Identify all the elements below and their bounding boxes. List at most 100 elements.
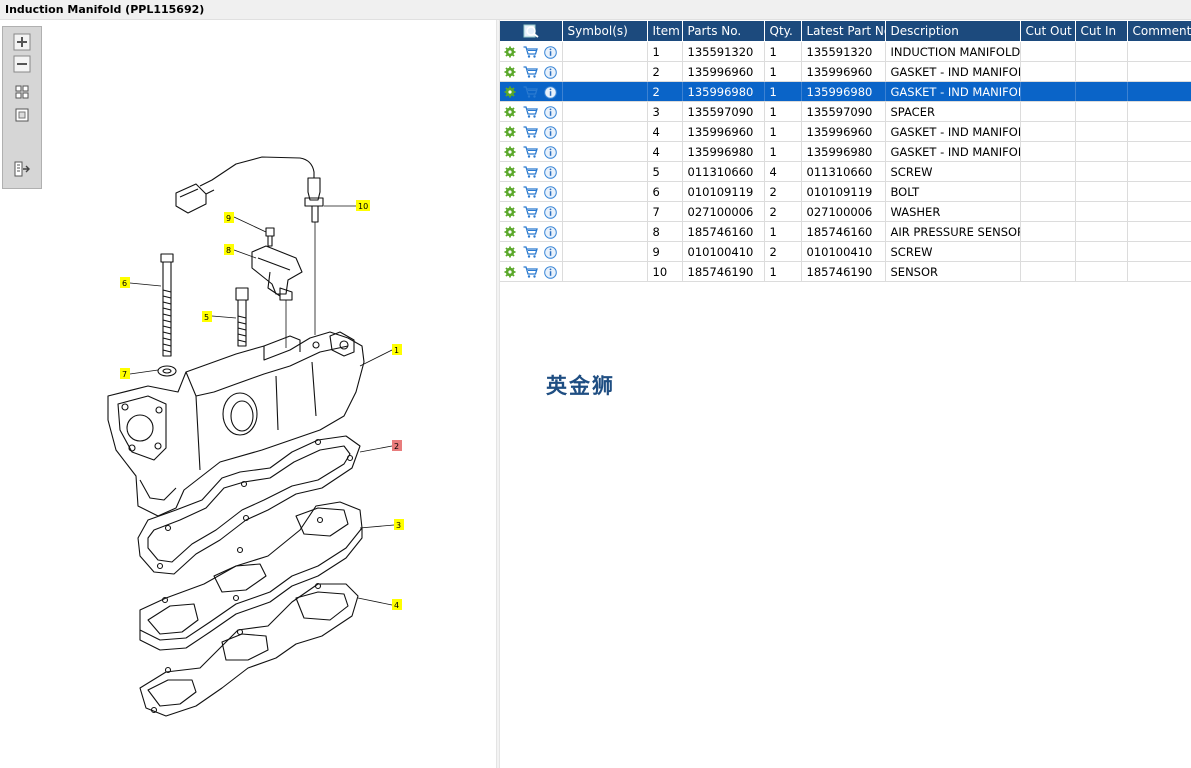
cart-icon[interactable]	[523, 126, 538, 138]
cell-description: WASHER	[885, 201, 1021, 222]
callout-2[interactable]: 2	[392, 440, 402, 451]
info-icon[interactable]	[544, 125, 558, 139]
cell-parts-no: 185746190	[682, 261, 765, 282]
cell-qty: 2	[764, 181, 802, 202]
callout-8[interactable]: 8	[224, 244, 234, 255]
gear-icon[interactable]	[504, 226, 516, 238]
gear-icon[interactable]	[504, 266, 516, 278]
zoom-in-icon[interactable]	[13, 33, 31, 51]
callout-9[interactable]: 9	[224, 212, 234, 223]
cart-icon[interactable]	[523, 146, 538, 158]
search-document-icon[interactable]	[523, 24, 539, 38]
callout-7[interactable]: 7	[120, 368, 130, 379]
cell-description: BOLT	[885, 181, 1021, 202]
callout-5[interactable]: 5	[202, 311, 212, 322]
table-row[interactable]: 6 010109119 2 010109119 BOLT	[500, 181, 1191, 202]
callout-3[interactable]: 3	[394, 519, 404, 530]
info-icon[interactable]	[544, 185, 558, 199]
column-header-symbols[interactable]: Symbol(s)	[562, 21, 648, 42]
cart-icon[interactable]	[523, 246, 538, 258]
fit-all-icon[interactable]	[13, 83, 31, 101]
info-icon[interactable]	[544, 65, 558, 79]
column-header-item[interactable]: Item	[647, 21, 683, 42]
cell-qty: 2	[764, 201, 802, 222]
cell-cut-in	[1075, 161, 1128, 182]
cart-icon[interactable]	[523, 206, 538, 218]
gear-icon[interactable]	[504, 246, 516, 258]
table-row[interactable]: 2 135996960 1 135996960 GASKET - IND MAN…	[500, 61, 1191, 82]
export-icon[interactable]	[13, 160, 31, 178]
column-header-cut-in[interactable]: Cut In	[1075, 21, 1128, 42]
table-row[interactable]: 8 185746160 1 185746160 AIR PRESSURE SEN…	[500, 221, 1191, 242]
cart-icon[interactable]	[523, 266, 538, 278]
column-header-tools[interactable]	[500, 21, 563, 42]
table-row[interactable]: 2 135996980 1 135996980 GASKET - IND MAN…	[500, 81, 1191, 102]
cell-cut-out	[1020, 81, 1076, 102]
fit-window-icon[interactable]	[13, 106, 31, 124]
diagram-pane[interactable]: 10 9 8 6 5 7 1 2 3 4	[0, 20, 496, 768]
grid-header: Symbol(s) Item Parts No. Qty. Latest Par…	[500, 21, 1191, 42]
info-icon[interactable]	[544, 85, 558, 99]
callout-10[interactable]: 10	[356, 200, 370, 211]
svg-text:10: 10	[358, 202, 368, 211]
cart-icon[interactable]	[523, 166, 538, 178]
cart-icon[interactable]	[523, 66, 538, 78]
cart-icon[interactable]	[523, 86, 538, 98]
info-icon[interactable]	[544, 145, 558, 159]
column-header-comment[interactable]: Comment	[1127, 21, 1191, 42]
column-header-latest-part-no[interactable]: Latest Part No.	[801, 21, 886, 42]
cart-icon[interactable]	[523, 186, 538, 198]
parts-grid: Symbol(s) Item Parts No. Qty. Latest Par…	[500, 21, 1191, 282]
cart-icon[interactable]	[523, 226, 538, 238]
cell-latest-part-no: 135996960	[801, 121, 886, 142]
cell-cut-in	[1075, 41, 1128, 62]
gear-icon[interactable]	[504, 146, 516, 158]
table-row[interactable]: 9 010100410 2 010100410 SCREW	[500, 241, 1191, 262]
column-header-parts-no[interactable]: Parts No.	[682, 21, 765, 42]
gear-icon[interactable]	[504, 66, 516, 78]
info-icon[interactable]	[544, 105, 558, 119]
info-icon[interactable]	[544, 265, 558, 279]
cell-symbols	[562, 41, 648, 62]
gear-icon[interactable]	[504, 126, 516, 138]
svg-text:2: 2	[394, 442, 399, 451]
callout-1[interactable]: 1	[392, 344, 402, 355]
table-row[interactable]: 5 011310660 4 011310660 SCREW	[500, 161, 1191, 182]
table-row[interactable]: 10 185746190 1 185746190 SENSOR	[500, 261, 1191, 282]
cell-cut-out	[1020, 181, 1076, 202]
cell-qty: 1	[764, 221, 802, 242]
cell-description: GASKET - IND MANIFOLD	[885, 121, 1021, 142]
table-row[interactable]: 3 135597090 1 135597090 SPACER	[500, 101, 1191, 122]
table-row[interactable]: 7 027100006 2 027100006 WASHER	[500, 201, 1191, 222]
column-header-qty[interactable]: Qty.	[764, 21, 802, 42]
column-header-cut-out[interactable]: Cut Out	[1020, 21, 1076, 42]
gear-icon[interactable]	[504, 86, 516, 98]
table-row[interactable]: 1 135591320 1 135591320 INDUCTION MANIFO…	[500, 41, 1191, 62]
gear-icon[interactable]	[504, 46, 516, 58]
table-row[interactable]: 4 135996980 1 135996980 GASKET - IND MAN…	[500, 141, 1191, 162]
info-icon[interactable]	[544, 45, 558, 59]
cell-item: 3	[647, 101, 683, 122]
cart-icon[interactable]	[523, 46, 538, 58]
cell-symbols	[562, 241, 648, 262]
column-header-description[interactable]: Description	[885, 21, 1021, 42]
cell-cut-out	[1020, 61, 1076, 82]
cell-item: 1	[647, 41, 683, 62]
info-icon[interactable]	[544, 225, 558, 239]
cell-item: 4	[647, 121, 683, 142]
gear-icon[interactable]	[504, 186, 516, 198]
table-row[interactable]: 4 135996960 1 135996960 GASKET - IND MAN…	[500, 121, 1191, 142]
callout-6[interactable]: 6	[120, 277, 130, 288]
gear-icon[interactable]	[504, 206, 516, 218]
cell-latest-part-no: 185746160	[801, 221, 886, 242]
cell-parts-no: 010109119	[682, 181, 765, 202]
info-icon[interactable]	[544, 205, 558, 219]
zoom-out-icon[interactable]	[13, 55, 31, 73]
pane-splitter[interactable]	[496, 20, 500, 768]
gear-icon[interactable]	[504, 106, 516, 118]
info-icon[interactable]	[544, 165, 558, 179]
cart-icon[interactable]	[523, 106, 538, 118]
gear-icon[interactable]	[504, 166, 516, 178]
info-icon[interactable]	[544, 245, 558, 259]
callout-4[interactable]: 4	[392, 599, 402, 610]
